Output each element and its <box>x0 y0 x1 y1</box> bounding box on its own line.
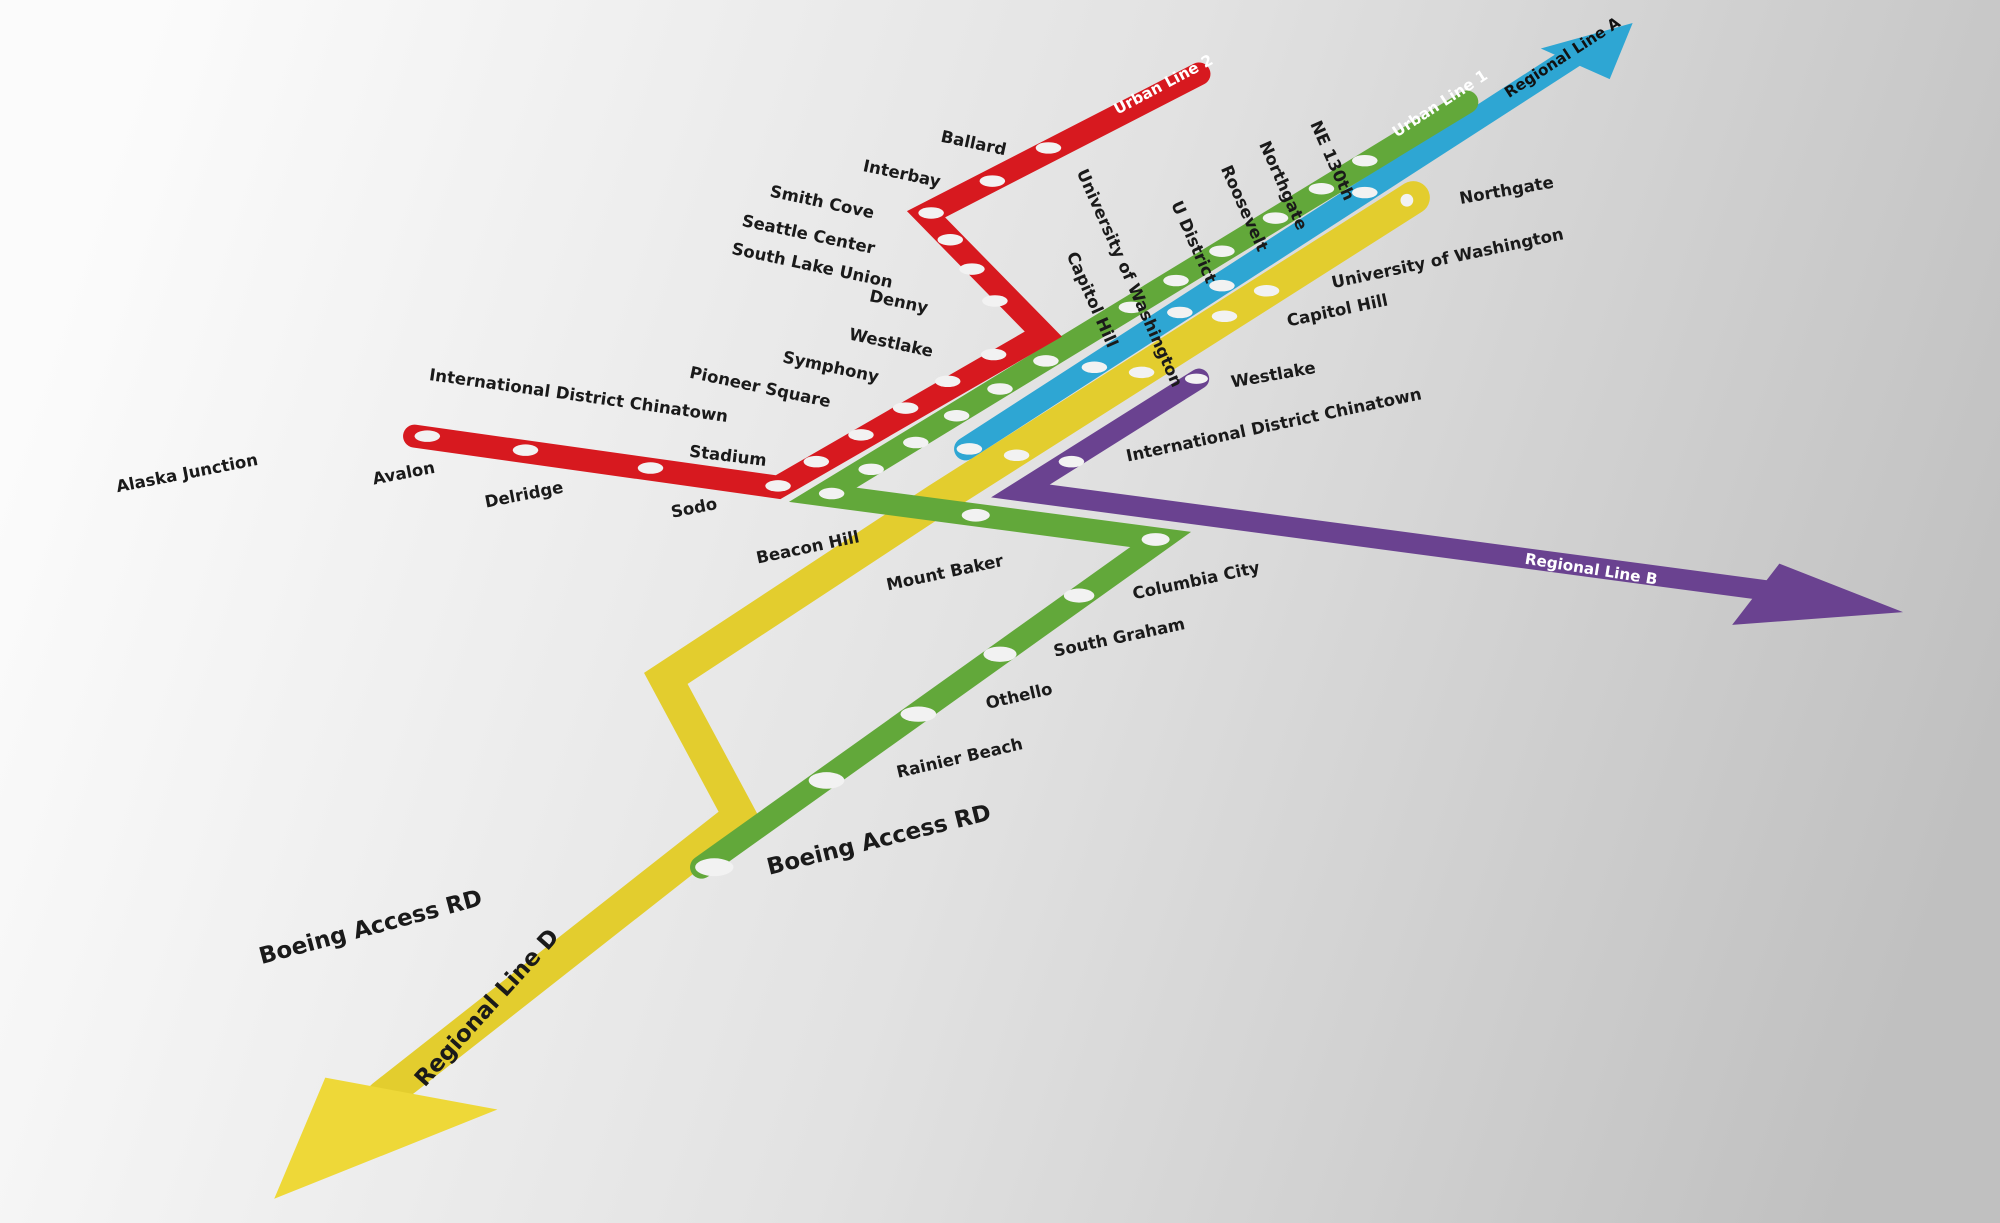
station-dot <box>1253 285 1280 297</box>
arrow-head-a <box>1540 22 1633 80</box>
red-stations <box>414 142 1062 492</box>
station-dot <box>1352 186 1378 199</box>
station-dot <box>1184 373 1208 384</box>
regional-line-d <box>274 181 1430 1199</box>
station-dot <box>1400 193 1414 207</box>
station-dot <box>1211 310 1238 323</box>
station-dot <box>1003 449 1030 462</box>
station-dot <box>1209 279 1235 292</box>
station-dot <box>1081 361 1108 374</box>
arrow-head-b <box>1732 563 1904 625</box>
station-dot <box>956 443 983 455</box>
station-dot <box>1058 455 1085 468</box>
station-dot <box>1128 366 1155 379</box>
arrow-head-d <box>274 1077 498 1199</box>
station-dot <box>1167 306 1193 319</box>
green-stations <box>695 154 1378 877</box>
